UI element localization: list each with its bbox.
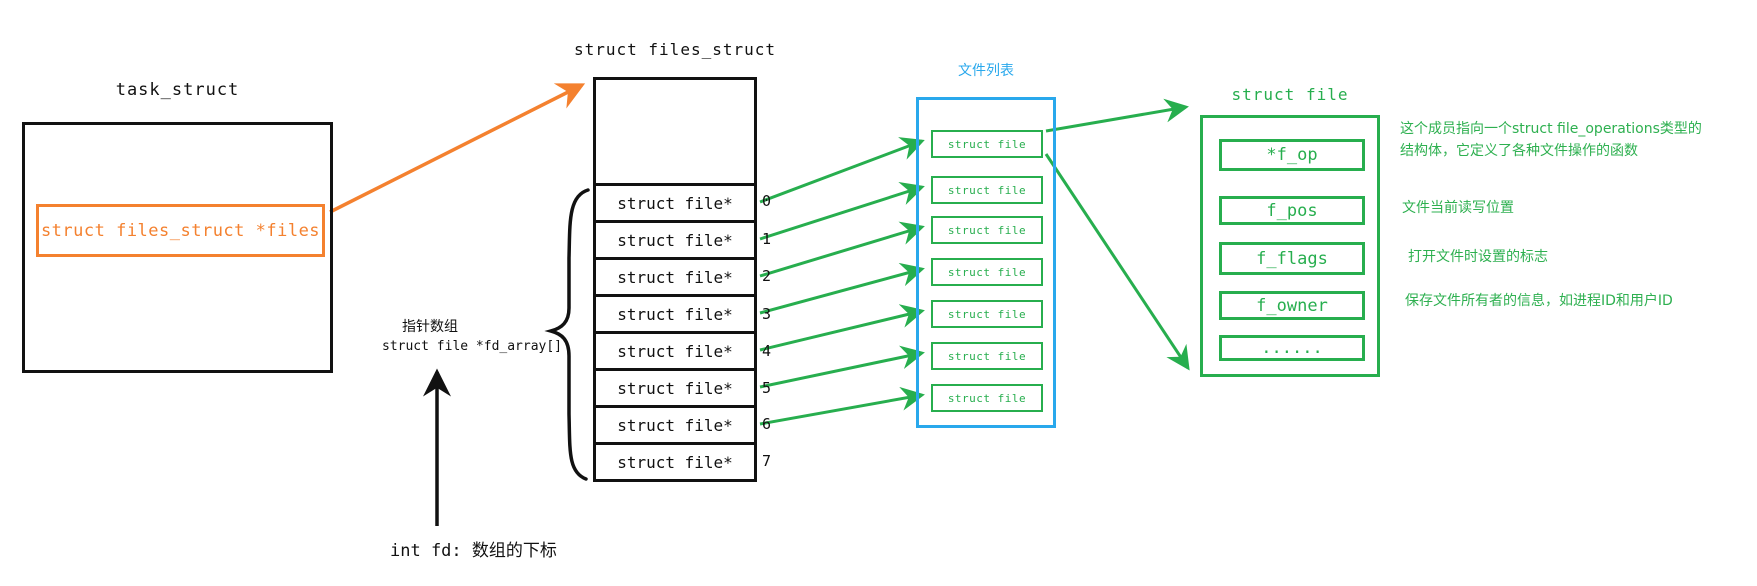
arrow-fd5-file <box>759 345 925 389</box>
fd-index-6: 6 <box>762 415 772 433</box>
fd-array-declaration: struct file *fd_array[] <box>382 339 563 354</box>
field-f-pos: f_pos <box>1219 196 1365 225</box>
fd-array-row: struct file* <box>593 257 757 294</box>
file-list-item: struct file <box>931 130 1043 158</box>
fd-array-row: struct file* <box>593 405 757 442</box>
arrow-file-detail-top <box>1045 98 1189 133</box>
fd-array-rows: struct file* struct file* struct file* s… <box>593 183 757 482</box>
fd-index-2: 2 <box>762 267 772 285</box>
fd-index-0: 0 <box>762 192 772 210</box>
files-struct-title: struct files_struct <box>573 40 777 59</box>
fd-array-brace <box>544 188 590 481</box>
field-f-op: *f_op <box>1219 139 1365 171</box>
field-f-owner: f_owner <box>1219 291 1365 320</box>
file-list-box: struct file struct file struct file stru… <box>916 97 1056 428</box>
annotation-f-flags: 打开文件时设置的标志 <box>1408 249 1548 265</box>
file-list-item: struct file <box>931 216 1043 244</box>
arrow-fd1-file <box>759 181 925 241</box>
fd-array-row: struct file* <box>593 294 757 331</box>
fd-index-4: 4 <box>762 342 772 360</box>
files-pointer-field: struct files_struct *files <box>36 204 325 257</box>
annotation-f-op: 这个成员指向一个struct file_operations类型的 结构体，它定… <box>1400 121 1702 159</box>
file-list-title: 文件列表 <box>958 63 1014 79</box>
task-struct-box <box>22 122 333 373</box>
fd-array-row: struct file* <box>593 220 757 257</box>
arrow-fd2-file <box>759 221 925 278</box>
task-struct-title: task_struct <box>115 80 240 100</box>
fd-array-row: struct file* <box>593 368 757 405</box>
arrow-files-pointer <box>329 83 586 214</box>
fd-array-row: struct file* <box>593 442 757 482</box>
struct-file-title: struct file <box>1231 85 1349 104</box>
file-list-item: struct file <box>931 300 1043 328</box>
pointer-array-label: 指针数组 <box>402 319 458 335</box>
arrow-fd4-file <box>759 304 925 352</box>
arrow-fd0-file <box>759 137 925 204</box>
int-fd-note: int fd: 数组的下标 <box>390 541 557 561</box>
fd-index-1: 1 <box>762 230 772 248</box>
arrow-fd3-file <box>759 262 925 315</box>
file-list-item: struct file <box>931 258 1043 286</box>
file-list-item: struct file <box>931 176 1043 204</box>
field-f-flags: f_flags <box>1219 242 1365 275</box>
fd-array-row: struct file* <box>593 331 757 368</box>
struct-file-box: *f_op f_pos f_flags f_owner ...... <box>1200 115 1380 377</box>
fd-index-7: 7 <box>762 452 772 470</box>
file-list-item: struct file <box>931 384 1043 412</box>
file-list-item: struct file <box>931 342 1043 370</box>
annotation-f-pos: 文件当前读写位置 <box>1402 200 1514 216</box>
annotation-f-owner: 保存文件所有者的信息，如进程ID和用户ID <box>1405 293 1673 309</box>
fd-array-row: struct file* <box>593 183 757 220</box>
arrow-fd6-file <box>759 386 925 426</box>
fd-index-3: 3 <box>762 305 772 323</box>
arrow-file-detail-bottom <box>1044 153 1190 371</box>
field-ellipsis: ...... <box>1219 335 1365 361</box>
fd-index-5: 5 <box>762 379 772 397</box>
